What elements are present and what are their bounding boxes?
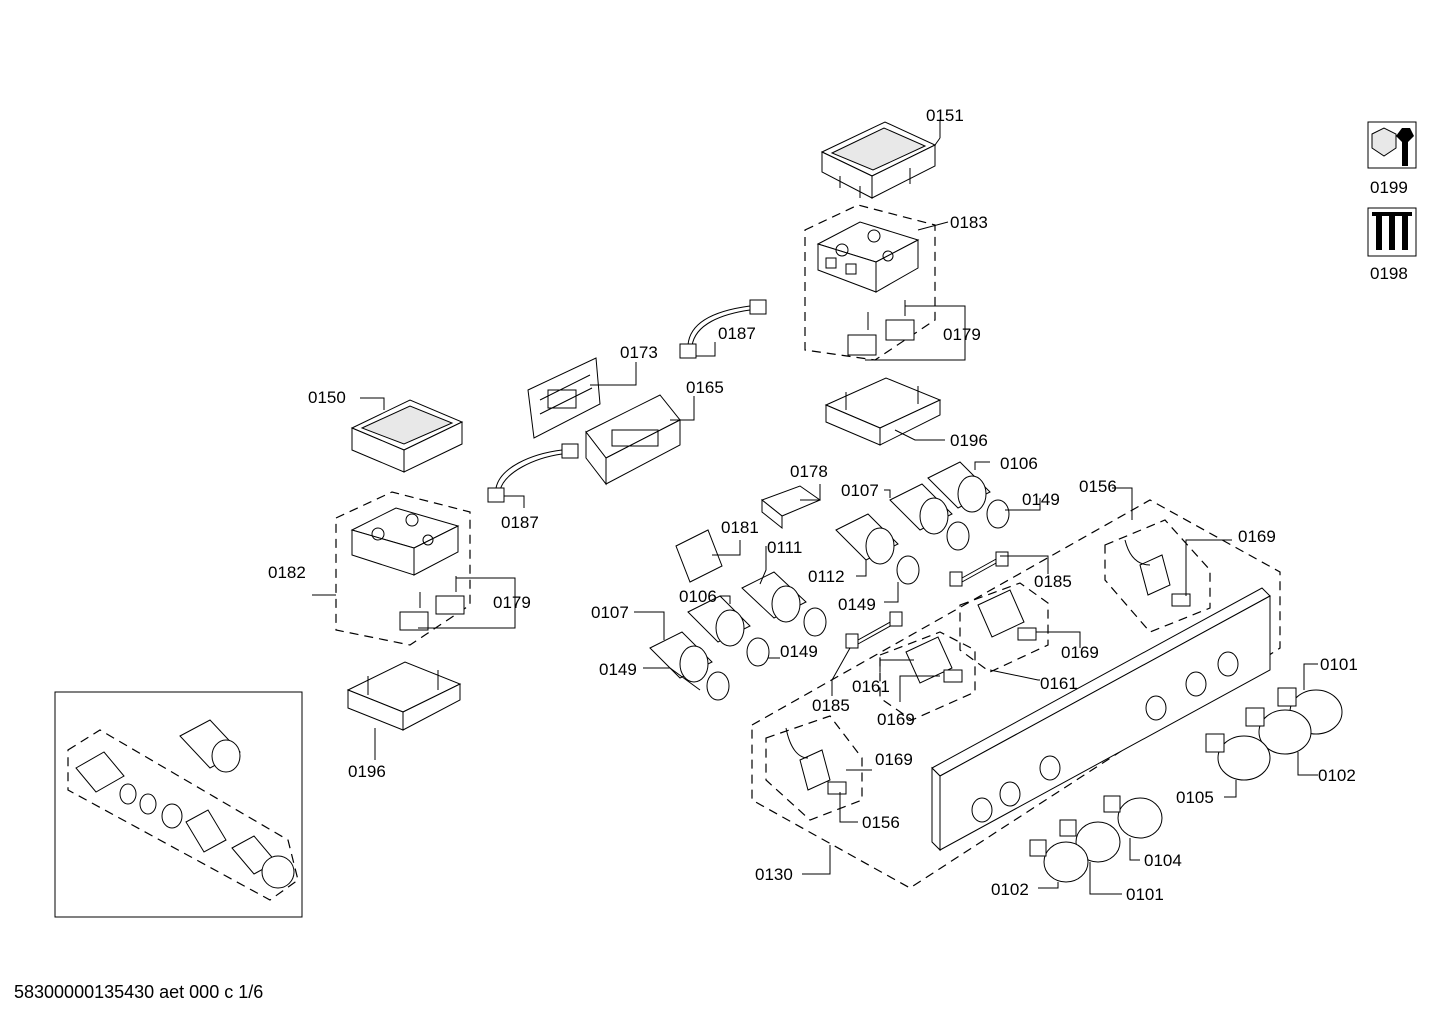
label-0156-left: 0156 xyxy=(862,813,900,832)
label-0102-right: 0102 xyxy=(1318,766,1356,785)
label-0104: 0104 xyxy=(1144,851,1182,870)
valve-0107-top xyxy=(889,483,953,535)
board-0156-left xyxy=(785,727,847,795)
detail-inset-outline xyxy=(67,729,299,901)
document-footer-id: 58300000135430 aet 000 c 1/6 xyxy=(14,982,264,1002)
switches-0179-left xyxy=(399,576,465,631)
board-0161-a xyxy=(977,589,1037,641)
label-0196-top: 0196 xyxy=(950,431,988,450)
label-0151: 0151 xyxy=(926,106,964,125)
wrench-nut-icon xyxy=(1367,121,1417,169)
ring-0149-d xyxy=(803,607,827,637)
detail-exploded-parts xyxy=(75,751,295,889)
label-0149-e: 0149 xyxy=(599,660,637,679)
cable-0187-lower xyxy=(487,443,579,503)
detail-assembled-valve xyxy=(179,719,241,773)
group-0161-a xyxy=(959,582,1049,673)
knob-0105 xyxy=(1205,733,1271,781)
label-0169-b: 0169 xyxy=(877,710,915,729)
connector-0185-top xyxy=(949,551,1009,587)
label-0130: 0130 xyxy=(755,865,793,884)
label-0199: 0199 xyxy=(1370,178,1408,197)
cable-0187-upper xyxy=(679,299,767,359)
ring-0149-f xyxy=(706,671,730,701)
label-0105: 0105 xyxy=(1176,788,1214,807)
panel-0130 xyxy=(931,587,1271,852)
bracket-0178 xyxy=(760,485,822,530)
label-0169-a: 0169 xyxy=(1061,643,1099,662)
label-0106-left: 0106 xyxy=(679,587,717,606)
valve-0112 xyxy=(835,513,899,565)
switch-block-0183 xyxy=(816,221,920,293)
group-0156-left xyxy=(765,715,863,821)
label-0112: 0112 xyxy=(808,567,845,586)
knob-0102-left xyxy=(1029,839,1089,883)
knob-0101-left xyxy=(1059,819,1121,863)
group-0156-right xyxy=(1104,519,1211,633)
label-0169-c: 0169 xyxy=(875,750,913,769)
label-0149-c: 0149 xyxy=(838,595,876,614)
switch-block-0182 xyxy=(350,507,460,576)
ring-0149-top xyxy=(986,499,1010,529)
label-0179-left: 0179 xyxy=(493,593,531,612)
label-0111: 0111 xyxy=(767,538,803,557)
group-0161-b xyxy=(879,631,976,721)
label-0165: 0165 xyxy=(686,378,724,397)
switches-0179-top xyxy=(847,300,915,356)
tray-0151 xyxy=(820,120,941,199)
harness-0165 xyxy=(585,394,681,486)
label-0169-right: 0169 xyxy=(1238,527,1276,546)
label-0173: 0173 xyxy=(620,343,658,362)
valve-0107-left xyxy=(649,631,713,683)
valve-0106-left xyxy=(687,595,751,647)
valve-0106-top xyxy=(927,461,991,513)
label-0150: 0150 xyxy=(308,388,346,407)
label-0161-b: 0161 xyxy=(852,677,890,696)
tray-0150 xyxy=(350,399,464,473)
ring-0149-mid xyxy=(946,521,970,551)
bracket-0181 xyxy=(675,529,723,583)
pcb-0173 xyxy=(527,357,601,439)
label-0196-left: 0196 xyxy=(348,762,386,781)
label-0107-top: 0107 xyxy=(841,481,879,500)
label-0183: 0183 xyxy=(950,213,988,232)
label-0181: 0181 xyxy=(721,518,759,537)
frame-0196-left xyxy=(346,661,462,731)
label-0149-d: 0149 xyxy=(780,642,818,661)
frame-0196-top xyxy=(824,377,942,446)
ring-0149-c xyxy=(896,555,920,585)
label-0185-right: 0185 xyxy=(1034,572,1072,591)
ring-0149-e xyxy=(746,637,770,667)
label-0101-right: 0101 xyxy=(1320,655,1358,674)
label-0101-left: 0101 xyxy=(1126,885,1164,904)
valve-0111 xyxy=(741,571,807,623)
label-0161-a: 0161 xyxy=(1040,674,1078,693)
label-0182: 0182 xyxy=(268,563,306,582)
label-0198: 0198 xyxy=(1370,264,1408,283)
knob-0102-right xyxy=(1245,707,1312,755)
label-0187-bottom: 0187 xyxy=(501,513,539,532)
detail-inset-frame xyxy=(54,691,303,918)
knob-0104 xyxy=(1103,795,1163,839)
label-0156-right: 0156 xyxy=(1079,477,1117,496)
label-0149-top: 0149 xyxy=(1022,490,1060,509)
label-0102-left: 0102 xyxy=(991,880,1029,899)
label-0107-left: 0107 xyxy=(591,603,629,622)
screws-icon xyxy=(1367,207,1417,257)
connector-0185-left xyxy=(845,611,903,649)
group-0183-outline xyxy=(804,204,936,361)
label-0185-left: 0185 xyxy=(812,696,850,715)
label-0179-top: 0179 xyxy=(943,325,981,344)
group-0130-outline xyxy=(751,499,1281,889)
label-0187-top: 0187 xyxy=(718,324,756,343)
group-0182-outline xyxy=(335,491,471,646)
label-0178: 0178 xyxy=(790,462,828,481)
board-0156-right xyxy=(1124,539,1191,607)
label-0106-top: 0106 xyxy=(1000,454,1038,473)
board-0161-b xyxy=(905,636,963,684)
